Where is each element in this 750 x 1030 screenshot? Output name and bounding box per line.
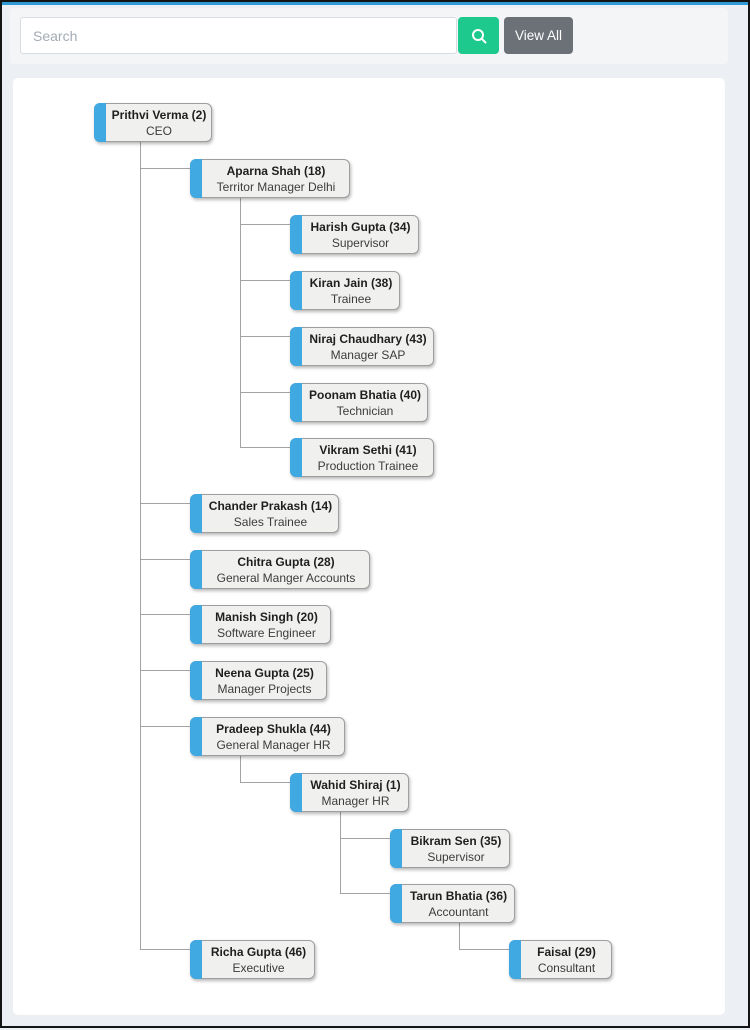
node-accent-bar <box>290 327 302 366</box>
node-accent-bar <box>390 829 402 868</box>
node-accent-bar <box>190 661 202 700</box>
employee-name: Manish Singh (20) <box>215 610 318 624</box>
org-node[interactable]: Chitra Gupta (28) General Manger Accounts <box>190 550 370 589</box>
employee-name: Chitra Gupta (28) <box>237 555 335 569</box>
employee-title: General Manager HR <box>216 738 331 752</box>
employee-name: Wahid Shiraj (1) <box>310 778 401 792</box>
org-node[interactable]: Manish Singh (20) Software Engineer <box>190 605 331 644</box>
node-accent-bar <box>290 383 302 422</box>
employee-name: Kiran Jain (38) <box>309 276 393 290</box>
employee-name: Tarun Bhatia (36) <box>409 889 508 903</box>
node-accent-bar <box>190 550 202 589</box>
employee-name: Aparna Shah (18) <box>226 164 326 178</box>
employee-title: Sales Trainee <box>233 515 308 529</box>
node-accent-bar <box>190 605 202 644</box>
employee-name: Pradeep Shukla (44) <box>216 722 331 736</box>
employee-title: General Manger Accounts <box>216 571 356 585</box>
search-toolbar: View All <box>10 8 728 64</box>
org-node[interactable]: Niraj Chaudhary (43) Manager SAP <box>290 327 434 366</box>
org-node[interactable]: Chander Prakash (14) Sales Trainee <box>190 494 339 533</box>
view-all-button[interactable]: View All <box>504 17 573 54</box>
node-accent-bar <box>390 884 402 923</box>
node-accent-bar <box>94 103 106 142</box>
employee-title: Technician <box>336 404 394 418</box>
node-accent-bar <box>190 940 202 979</box>
employee-name: Neena Gupta (25) <box>215 666 314 680</box>
org-node[interactable]: Kiran Jain (38) Trainee <box>290 271 400 310</box>
employee-title: Production Trainee <box>317 459 419 473</box>
employee-name: Niraj Chaudhary (43) <box>309 332 427 346</box>
employee-title: Manager Projects <box>217 682 312 696</box>
org-node[interactable]: Faisal (29) Consultant <box>509 940 612 979</box>
employee-title: Trainee <box>330 292 372 306</box>
node-accent-bar <box>290 271 302 310</box>
employee-title: Manager SAP <box>330 348 406 362</box>
employee-title: Supervisor <box>427 850 485 864</box>
employee-title: CEO <box>145 124 172 138</box>
org-node[interactable]: Bikram Sen (35) Supervisor <box>390 829 510 868</box>
org-node[interactable]: Vikram Sethi (41) Production Trainee <box>290 438 434 477</box>
employee-name: Harish Gupta (34) <box>310 220 411 234</box>
employee-title: Software Engineer <box>217 626 316 640</box>
node-accent-bar <box>290 215 302 254</box>
employee-title: Accountant <box>428 905 489 919</box>
org-node[interactable]: Neena Gupta (25) Manager Projects <box>190 661 327 700</box>
employee-name: Vikram Sethi (41) <box>319 443 417 457</box>
node-accent-bar <box>290 773 302 812</box>
org-node[interactable]: Harish Gupta (34) Supervisor <box>290 215 419 254</box>
node-accent-bar <box>190 159 202 198</box>
org-node[interactable]: Tarun Bhatia (36) Accountant <box>390 884 515 923</box>
employee-name: Prithvi Verma (2) <box>111 108 207 122</box>
employee-name: Richa Gupta (46) <box>210 945 307 959</box>
employee-name: Faisal (29) <box>537 945 596 959</box>
top-accent-bar <box>2 2 748 5</box>
org-node[interactable]: Aparna Shah (18) Territor Manager Delhi <box>190 159 350 198</box>
employee-name: Poonam Bhatia (40) <box>308 388 422 402</box>
node-accent-bar <box>290 438 302 477</box>
employee-title: Supervisor <box>331 236 390 250</box>
org-node[interactable]: Wahid Shiraj (1) Manager HR <box>290 773 409 812</box>
employee-name: Bikram Sen (35) <box>410 834 502 848</box>
employee-title: Territor Manager Delhi <box>216 180 336 194</box>
search-button[interactable] <box>458 17 499 54</box>
search-input[interactable] <box>20 17 457 54</box>
node-accent-bar <box>509 940 521 979</box>
node-accent-bar <box>190 494 202 533</box>
employee-title: Consultant <box>537 961 596 975</box>
org-node[interactable]: Richa Gupta (46) Executive <box>190 940 315 979</box>
org-node[interactable]: Poonam Bhatia (40) Technician <box>290 383 428 422</box>
search-icon <box>471 28 486 43</box>
node-accent-bar <box>190 717 202 756</box>
employee-title: Executive <box>232 961 285 975</box>
employee-title: Manager HR <box>321 794 390 808</box>
employee-name: Chander Prakash (14) <box>208 499 333 513</box>
org-node[interactable]: Pradeep Shukla (44) General Manager HR <box>190 717 345 756</box>
org-node[interactable]: Prithvi Verma (2) CEO <box>94 103 212 142</box>
